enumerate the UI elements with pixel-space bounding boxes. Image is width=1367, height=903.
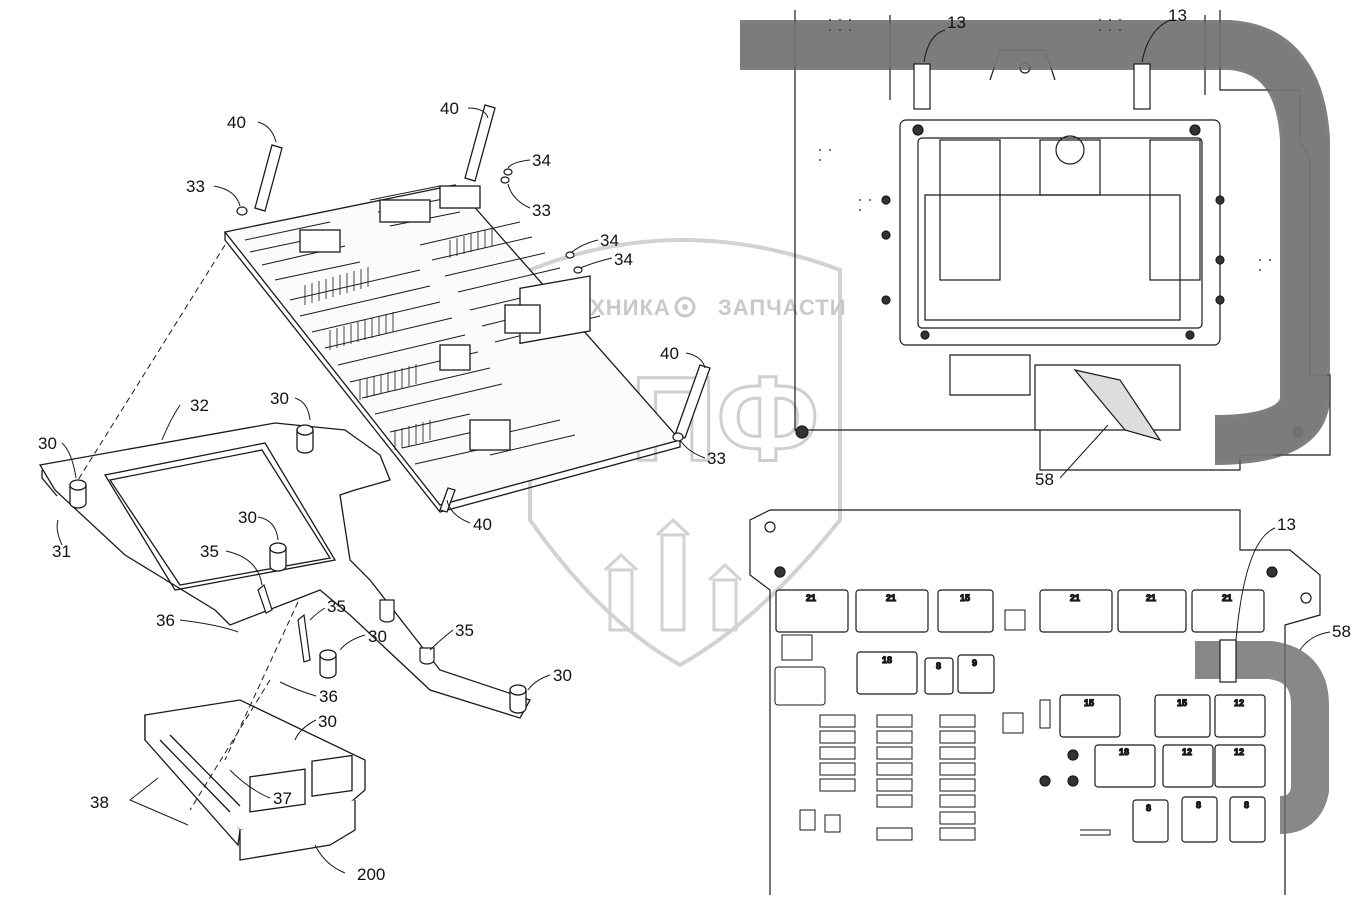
callout-38: 38 xyxy=(90,793,109,812)
connectors-mid-row: 18 8 9 xyxy=(856,651,995,695)
connector-label: 21 xyxy=(1222,593,1232,603)
connector: 21 xyxy=(855,589,929,633)
connector: 21 xyxy=(775,589,849,633)
callout-30: 30 xyxy=(553,666,572,685)
connector: 12 xyxy=(1162,744,1214,788)
callout-34: 34 xyxy=(614,250,633,269)
callout-40: 40 xyxy=(473,515,492,534)
callout-200: 200 xyxy=(357,865,385,884)
callout-30: 30 xyxy=(238,508,257,527)
connector-label: 8 xyxy=(1244,800,1249,810)
callout-35: 35 xyxy=(327,597,346,616)
connector-label: 15 xyxy=(1177,698,1187,708)
connector: 18 xyxy=(856,651,918,695)
connector: 12 xyxy=(1214,744,1266,788)
callout-34: 34 xyxy=(600,231,619,250)
alignment-lines xyxy=(77,244,299,811)
connector-label: 15 xyxy=(960,593,970,603)
callout-58: 58 xyxy=(1035,470,1054,489)
callout-30: 30 xyxy=(38,434,57,453)
callout-40: 40 xyxy=(660,344,679,363)
callout-30: 30 xyxy=(270,389,289,408)
connector: 21 xyxy=(1191,589,1265,633)
callout-35: 35 xyxy=(200,542,219,561)
connector-label: 15 xyxy=(1084,698,1094,708)
connector: 18 xyxy=(1094,744,1156,788)
callout-33: 33 xyxy=(532,201,551,220)
connector: 12 xyxy=(1214,694,1266,738)
callout-37: 37 xyxy=(273,789,292,808)
callout-35: 35 xyxy=(455,621,474,640)
callout-36: 36 xyxy=(156,611,175,630)
washers xyxy=(236,168,684,442)
connectors-top-row: 21 21 15 21 21 21 xyxy=(775,589,1265,633)
connectors-right-cluster: 15 15 12 18 12 12 8 8 8 xyxy=(1059,694,1266,843)
callout-32: 32 xyxy=(190,396,209,415)
connector-label: 18 xyxy=(882,655,892,665)
connector-label: 21 xyxy=(1070,593,1080,603)
connector: 15 xyxy=(1059,694,1121,738)
connector-label: 21 xyxy=(886,593,896,603)
watermark-right-text: ЗАПЧАСТИ xyxy=(718,295,847,320)
connector: 8 xyxy=(1132,799,1169,843)
connector-label: 9 xyxy=(972,658,977,668)
connector: 15 xyxy=(937,589,994,633)
connector-label: 8 xyxy=(936,661,941,671)
callout-33: 33 xyxy=(186,177,205,196)
connector: 8 xyxy=(1181,796,1218,843)
connector: 8 xyxy=(1229,796,1266,843)
callout-labels: 40 40 40 40 33 33 33 34 34 34 32 30 30 3… xyxy=(38,6,1351,884)
callout-58: 58 xyxy=(1332,622,1351,641)
callout-13: 13 xyxy=(1277,515,1296,534)
callout-33: 33 xyxy=(707,449,726,468)
connector-label: 12 xyxy=(1182,747,1192,757)
callout-40: 40 xyxy=(227,113,246,132)
callout-31: 31 xyxy=(52,542,71,561)
connector-label: 8 xyxy=(1196,800,1201,810)
connector: 9 xyxy=(957,654,995,694)
connector: 21 xyxy=(1117,589,1187,633)
watermark-chart-icon xyxy=(603,517,743,632)
callout-30: 30 xyxy=(318,712,337,731)
callout-30: 30 xyxy=(368,627,387,646)
callout-40: 40 xyxy=(440,99,459,118)
connector-label: 21 xyxy=(806,593,816,603)
connector: 8 xyxy=(924,657,954,695)
connector: 15 xyxy=(1154,694,1211,738)
connector-label: 21 xyxy=(1146,593,1156,603)
gear-icon xyxy=(674,296,696,318)
callout-13: 13 xyxy=(947,13,966,32)
callout-34: 34 xyxy=(532,151,551,170)
callout-leaders xyxy=(56,19,1331,874)
connector-label: 12 xyxy=(1234,698,1244,708)
connector-label: 8 xyxy=(1146,803,1151,813)
bottom-right-view xyxy=(749,509,1329,895)
connector-label: 12 xyxy=(1234,747,1244,757)
callout-36: 36 xyxy=(319,687,338,706)
screws-35 xyxy=(257,583,435,665)
top-right-view xyxy=(740,10,1331,471)
callout-13: 13 xyxy=(1168,6,1187,25)
connector-label: 18 xyxy=(1119,747,1129,757)
mounting-bracket xyxy=(38,422,531,719)
fuse-relay-board xyxy=(223,184,682,513)
connector: 21 xyxy=(1039,589,1113,633)
ecu-module xyxy=(144,699,366,861)
